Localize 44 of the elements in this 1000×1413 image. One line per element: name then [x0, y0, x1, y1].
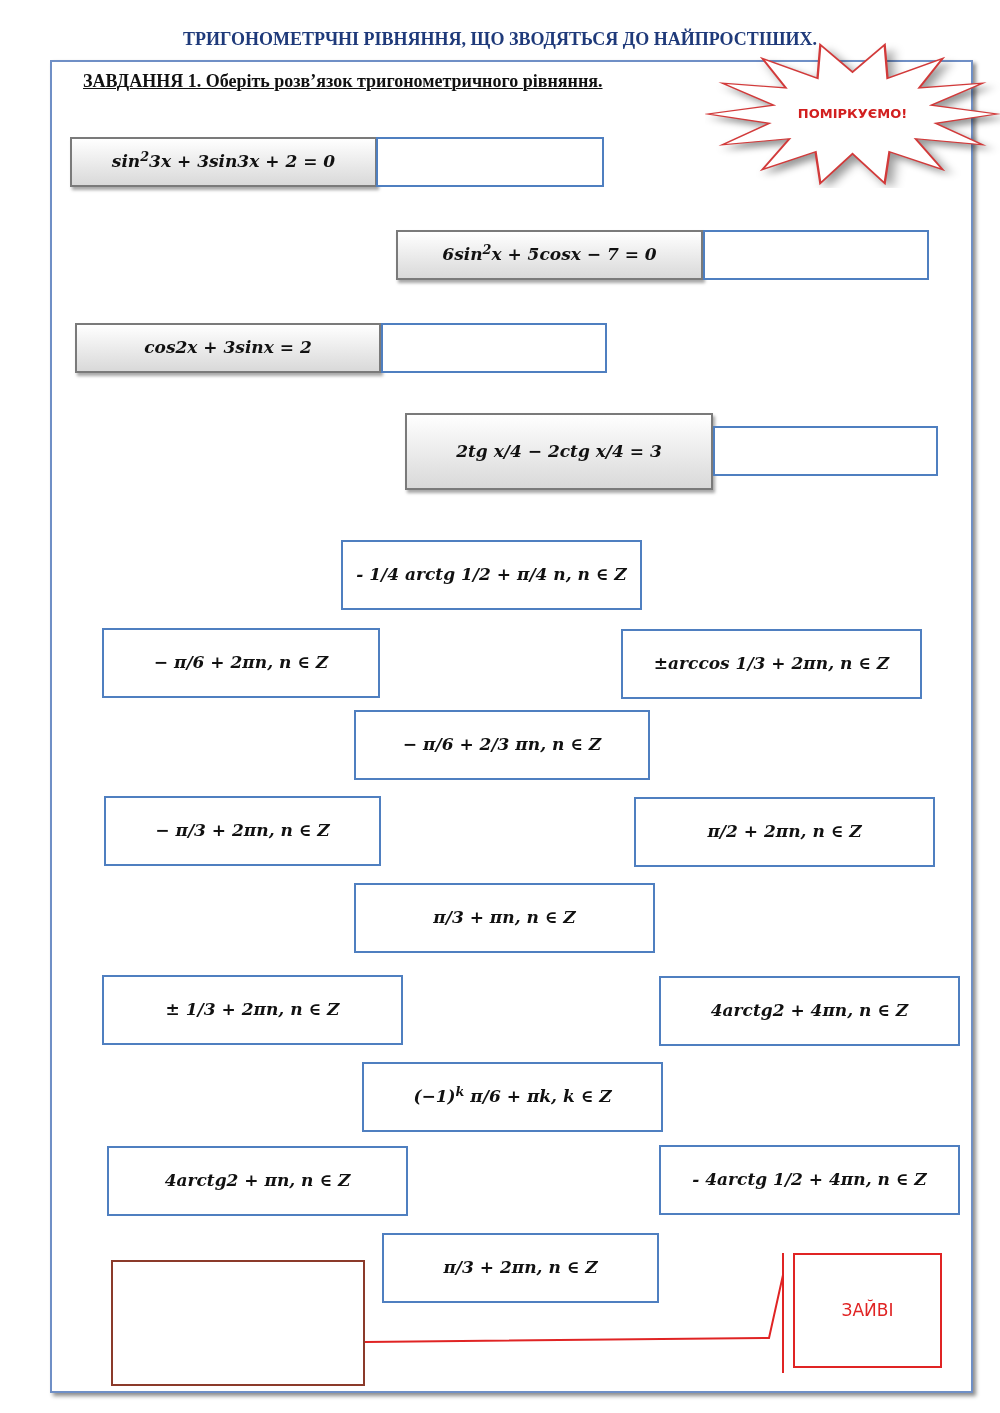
answer-card	[102, 628, 380, 698]
formula: π/3 + 2πn, n ∈ Z	[443, 1256, 598, 1280]
equation-box	[70, 137, 377, 187]
formula: - 4arctg 1/2 + 4πn, n ∈ Z	[692, 1168, 927, 1192]
answer-card	[104, 796, 381, 866]
drop-zone-box	[111, 1260, 365, 1386]
formula: (−1)$^{k}$ π/6 + πk, k ∈ Z	[413, 1084, 612, 1109]
answer-box	[713, 426, 938, 476]
equation-box	[405, 413, 713, 490]
formula: − π/6 + 2/3 πn, n ∈ Z	[402, 733, 602, 757]
equation-box	[75, 323, 381, 373]
answer-card	[102, 975, 403, 1045]
answer-card	[107, 1146, 408, 1216]
answer-card	[621, 629, 922, 699]
callout-text: ПОМІРКУЄМО!	[797, 105, 908, 124]
formula: − π/6 + 2πn, n ∈ Z	[153, 651, 329, 675]
formula: - 1/4 arctg 1/2 + π/4 n, n ∈ Z	[356, 563, 627, 587]
formula: 2tg x/4 − 2ctg x/4 = 3	[456, 439, 662, 463]
answer-card	[382, 1233, 659, 1303]
extra-box	[793, 1253, 942, 1368]
formula: ±arccos 1/3 + 2πn, n ∈ Z	[653, 652, 890, 676]
formula: 4arctg2 + 4πn, n ∈ Z	[710, 999, 909, 1023]
formula: cos2x + 3sinx = 2	[144, 336, 312, 360]
answer-box	[381, 323, 607, 373]
equation-box	[396, 230, 703, 280]
answer-card	[362, 1062, 663, 1132]
page-title: ТРИГОНОМЕТРЧНІ РІВНЯННЯ, ЩО ЗВОДЯТЬСЯ ДО НАЙПРОСТІШИХ.	[181, 27, 819, 51]
formula: − π/3 + 2πn, n ∈ Z	[155, 819, 330, 843]
answer-box	[703, 230, 929, 280]
formula: 6sin$^{2}$x + 5cosx − 7 = 0	[442, 242, 657, 267]
answer-card	[659, 1145, 960, 1215]
answer-card	[341, 540, 642, 610]
formula: π/2 + 2πn, n ∈ Z	[707, 820, 862, 844]
formula: sin$^{2}$3x + 3sin3x + 2 = 0	[111, 149, 336, 174]
answer-box	[376, 137, 604, 187]
answer-card	[354, 710, 650, 780]
formula: ± 1/3 + 2πn, n ∈ Z	[165, 998, 340, 1022]
formula: π/3 + πn, n ∈ Z	[433, 906, 576, 930]
formula: 4arctg2 + πn, n ∈ Z	[164, 1169, 351, 1193]
box-label: ЗАЙВІ	[841, 1298, 894, 1322]
answer-card	[634, 797, 935, 867]
answer-card	[354, 883, 655, 953]
task-instruction: ЗАВДАННЯ 1. Оберіть розв’язок тригонометричного рівняння.	[83, 70, 603, 93]
answer-card	[659, 976, 960, 1046]
